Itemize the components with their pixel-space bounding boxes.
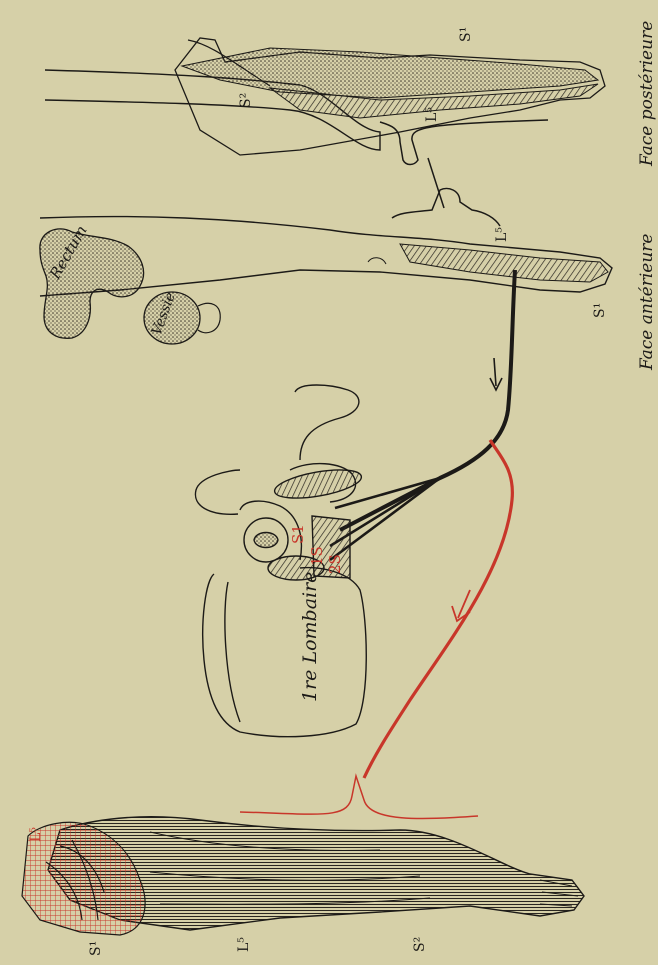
muscle-leg (22, 817, 584, 935)
black-nerve (340, 270, 515, 530)
black-direction-arrow (490, 358, 502, 390)
red-nerve (364, 440, 512, 778)
vertebra-label: 1re Lombaire (299, 572, 321, 702)
segment-s1-red: S1 (289, 524, 307, 544)
muscle-s2-label: S² (412, 937, 428, 952)
posterior-l5-label: L⁵ (424, 107, 440, 122)
rectum-shape (40, 229, 144, 338)
muscle-l5-top-label: L⁵ (28, 827, 44, 842)
posterior-s1-label: S¹ (458, 27, 474, 42)
caption-front: Face antérieure (637, 234, 657, 372)
posterior-s2-label: S² (238, 93, 254, 108)
anterior-s1-label: S¹ (592, 303, 608, 318)
segment-s2-red: 1S (308, 546, 326, 566)
caption-back: Face postérieure (637, 21, 657, 167)
nerve-pathways (330, 270, 515, 778)
muscle-l5-label: L⁵ (236, 937, 252, 952)
posterior-s2-zone (182, 48, 598, 98)
posterior-leg (45, 38, 605, 155)
anterior-l5-label: L⁵ (494, 227, 510, 242)
segment-s3-red: 2S (326, 554, 344, 574)
muscle-s1-label: S¹ (88, 941, 104, 956)
